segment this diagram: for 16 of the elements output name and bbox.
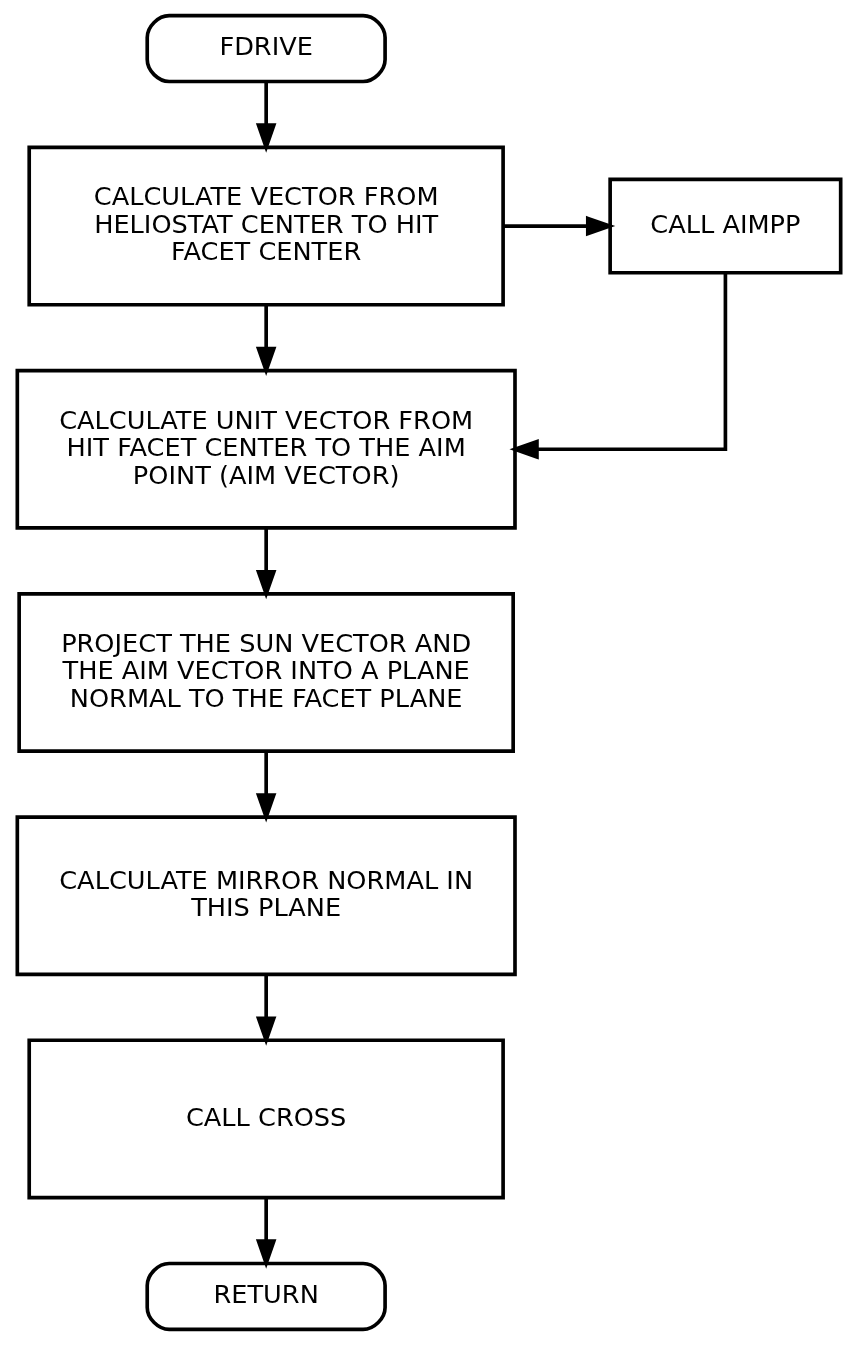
arrow [255, 304, 277, 377]
node-box: CALCULATE MIRROR NORMAL IN THIS PLANE [15, 815, 517, 977]
node-box: CALL AIMPP [608, 177, 843, 275]
arrow [255, 974, 277, 1046]
arrow [509, 271, 728, 460]
node-box: FDRIVE [145, 13, 387, 84]
arrow [255, 527, 277, 600]
node-box: CALL CROSS [27, 1038, 505, 1200]
arrow [503, 215, 616, 237]
node-box: CALCULATE UNIT VECTOR FROM HIT FACET CENTER TO THE AIM POINT (AIM VECTOR) [15, 368, 517, 530]
arrow [255, 81, 277, 153]
arrow [255, 751, 277, 823]
arrow [255, 1197, 277, 1269]
node-box: PROJECT THE SUN VECTOR AND THE AIM VECTOR INTO A PLANE NORMAL TO THE FACET PLANE [17, 592, 515, 753]
node-box: RETURN [145, 1261, 387, 1332]
node-box: CALCULATE VECTOR FROM HELIOSTAT CENTER TO HIT FACET CENTER [27, 145, 505, 307]
